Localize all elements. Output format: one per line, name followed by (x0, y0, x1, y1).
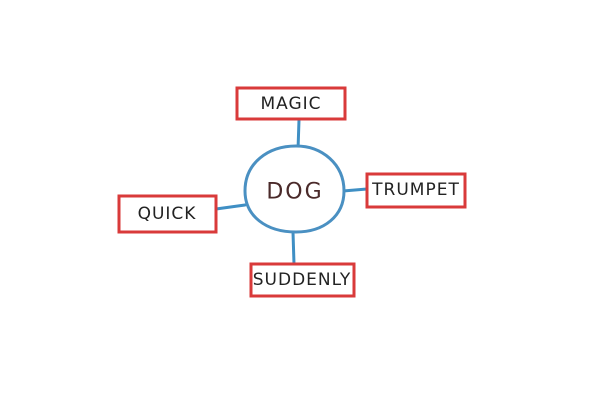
connector-suddenly (291, 230, 296, 266)
connector-quick (214, 203, 247, 211)
node-suddenly[interactable]: SUDDENLY (249, 262, 356, 298)
node-trumpet-label: TRUMPET (371, 180, 460, 200)
node-trumpet-box (365, 172, 467, 209)
hub-node[interactable]: DOG (243, 144, 346, 234)
hub-shape (243, 144, 346, 234)
node-quick-label: QUICK (138, 204, 197, 224)
hub-label: DOG (266, 180, 323, 205)
node-quick[interactable]: QUICK (117, 194, 218, 234)
node-trumpet[interactable]: TRUMPET (365, 172, 467, 209)
node-magic-box (235, 86, 347, 121)
node-suddenly-box (249, 262, 356, 298)
connector-trumpet (341, 187, 369, 193)
node-suddenly-label: SUDDENLY (253, 270, 351, 290)
node-magic-label: MAGIC (260, 94, 321, 114)
node-quick-box (117, 194, 218, 234)
node-magic[interactable]: MAGIC (235, 86, 347, 121)
